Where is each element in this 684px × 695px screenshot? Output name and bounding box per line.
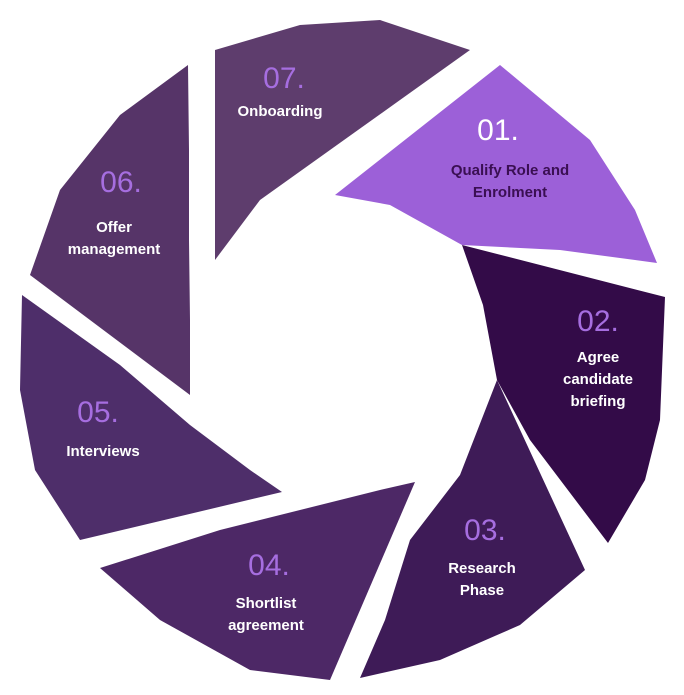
segment-03 xyxy=(360,380,585,678)
step-01-number: 01. xyxy=(477,114,519,147)
step-02-number: 02. xyxy=(577,305,619,338)
step-03-number: 03. xyxy=(464,514,506,547)
step-02-label: Agree candidate briefing xyxy=(562,349,634,410)
step-04-number: 04. xyxy=(248,549,290,582)
step-06-label: Offer management xyxy=(67,219,161,258)
segment-07 xyxy=(215,20,470,260)
segment-06 xyxy=(30,65,190,395)
step-04-label: Shortlist agreement xyxy=(228,595,304,634)
step-03-label: Research Phase xyxy=(448,560,516,599)
segment-01 xyxy=(335,65,657,263)
step-07-number: 07. xyxy=(263,62,305,95)
step-01-label: Qualify Role and Enrolment xyxy=(450,162,570,201)
segment-02 xyxy=(462,245,665,543)
step-05-label: Interviews xyxy=(66,443,140,460)
step-06-number: 06. xyxy=(100,166,142,199)
step-05-number: 05. xyxy=(77,396,119,429)
segment-05 xyxy=(20,295,282,540)
step-07-label: Onboarding xyxy=(237,103,323,120)
segment-04 xyxy=(100,482,415,680)
